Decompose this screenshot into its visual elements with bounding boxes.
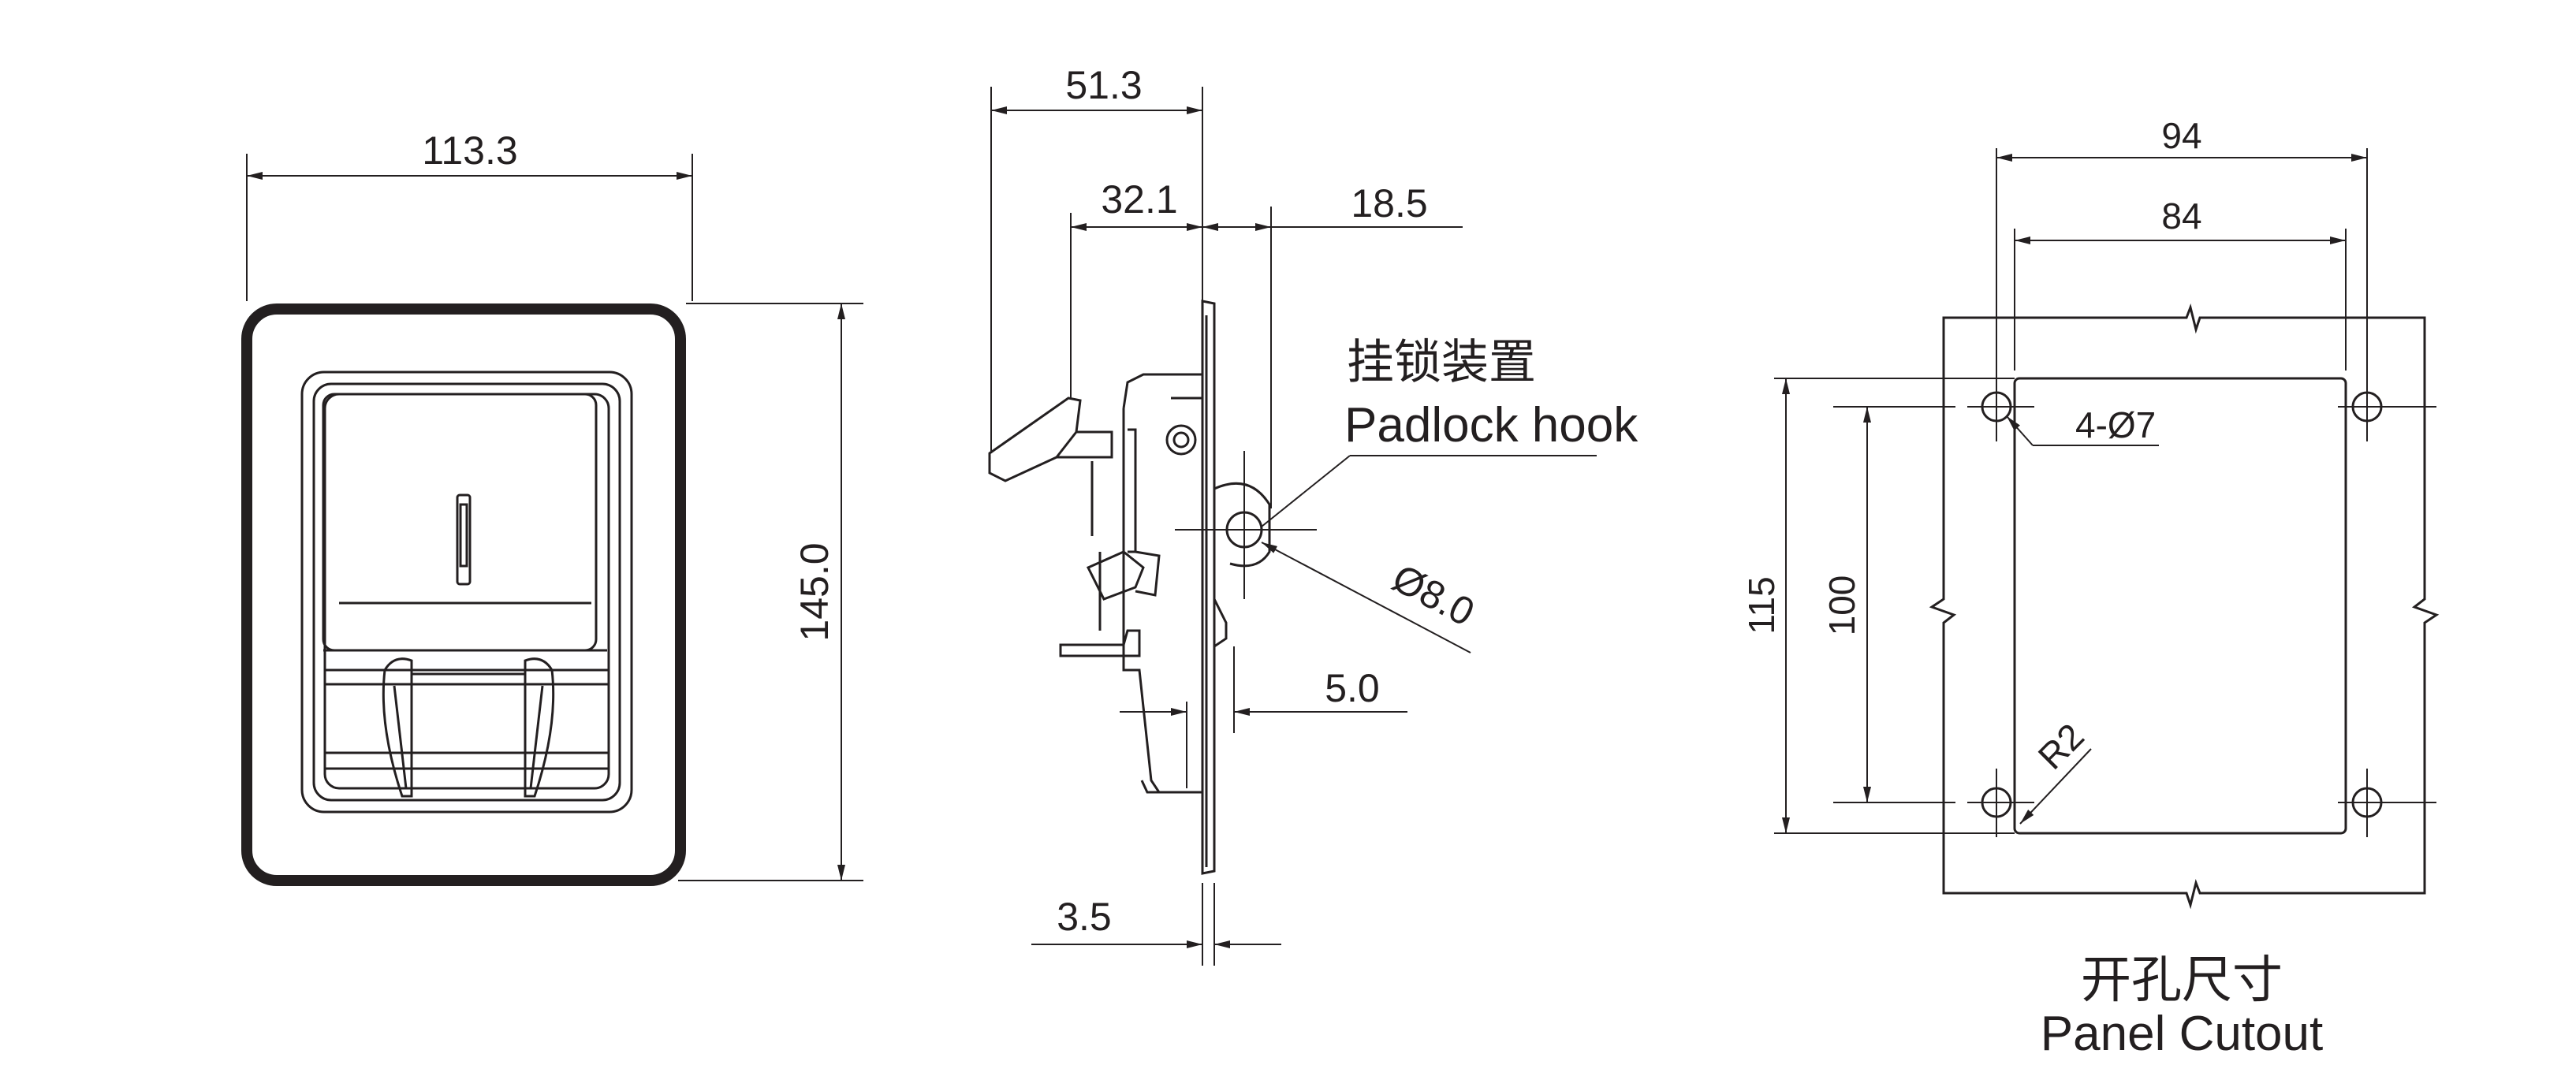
dim-cutout-outer-height: 115 bbox=[1741, 576, 1782, 634]
dim-cutout-radius: R2 bbox=[2030, 716, 2092, 777]
dim-side-padlock-offset: 18.5 bbox=[1351, 181, 1427, 225]
cutout-panel-outline bbox=[1929, 303, 2440, 910]
dim-cutout-outer-width: 94 bbox=[2161, 115, 2201, 156]
dim-side-panel-thickness: 5.0 bbox=[1325, 666, 1380, 710]
side-handle-lever bbox=[988, 397, 1113, 482]
cutout-view bbox=[1929, 303, 2440, 910]
padlock-label-cn: 挂锁装置 bbox=[1347, 335, 1536, 390]
dim-side-flange: 3.5 bbox=[1057, 895, 1112, 939]
cutout-title-cn: 开孔尺寸 bbox=[2081, 951, 2283, 1010]
front-key-slot bbox=[456, 493, 472, 586]
dim-front-height: 145.0 bbox=[792, 542, 837, 641]
padlock-label-en: Padlock hook bbox=[1344, 398, 1638, 452]
front-finger-grip bbox=[382, 657, 413, 798]
side-dimensions bbox=[990, 87, 1597, 966]
cutout-title-en: Panel Cutout bbox=[2041, 1007, 2323, 1061]
front-outer-frame bbox=[241, 303, 686, 886]
padlock-leader bbox=[1261, 455, 1351, 527]
front-view bbox=[241, 303, 686, 886]
radius-leader bbox=[2019, 748, 2092, 825]
dim-cutout-holes: 4-Ø7 bbox=[2075, 404, 2156, 445]
side-view bbox=[988, 300, 1317, 875]
dim-side-handle-depth: 32.1 bbox=[1101, 177, 1177, 222]
dim-cutout-inner-height: 100 bbox=[1821, 575, 1862, 636]
holes-leader bbox=[2006, 415, 2034, 446]
side-latch bbox=[1059, 629, 1141, 657]
dim-front-width: 113.3 bbox=[422, 128, 517, 173]
side-body bbox=[1122, 373, 1204, 409]
dim-cutout-inner-width: 84 bbox=[2161, 195, 2201, 236]
hole-diameter-leader bbox=[1261, 542, 1471, 653]
front-recess bbox=[300, 370, 633, 814]
cutout-dimensions bbox=[1774, 148, 2368, 834]
cutout-centerlines bbox=[1967, 370, 2436, 837]
cutout-rectangle bbox=[2013, 377, 2347, 835]
dim-side-total-depth: 51.3 bbox=[1065, 63, 1142, 107]
dim-side-padlock-hole: Ø8.0 bbox=[1385, 556, 1482, 635]
front-dimensions bbox=[246, 154, 863, 881]
side-flange-plate bbox=[1201, 300, 1216, 875]
